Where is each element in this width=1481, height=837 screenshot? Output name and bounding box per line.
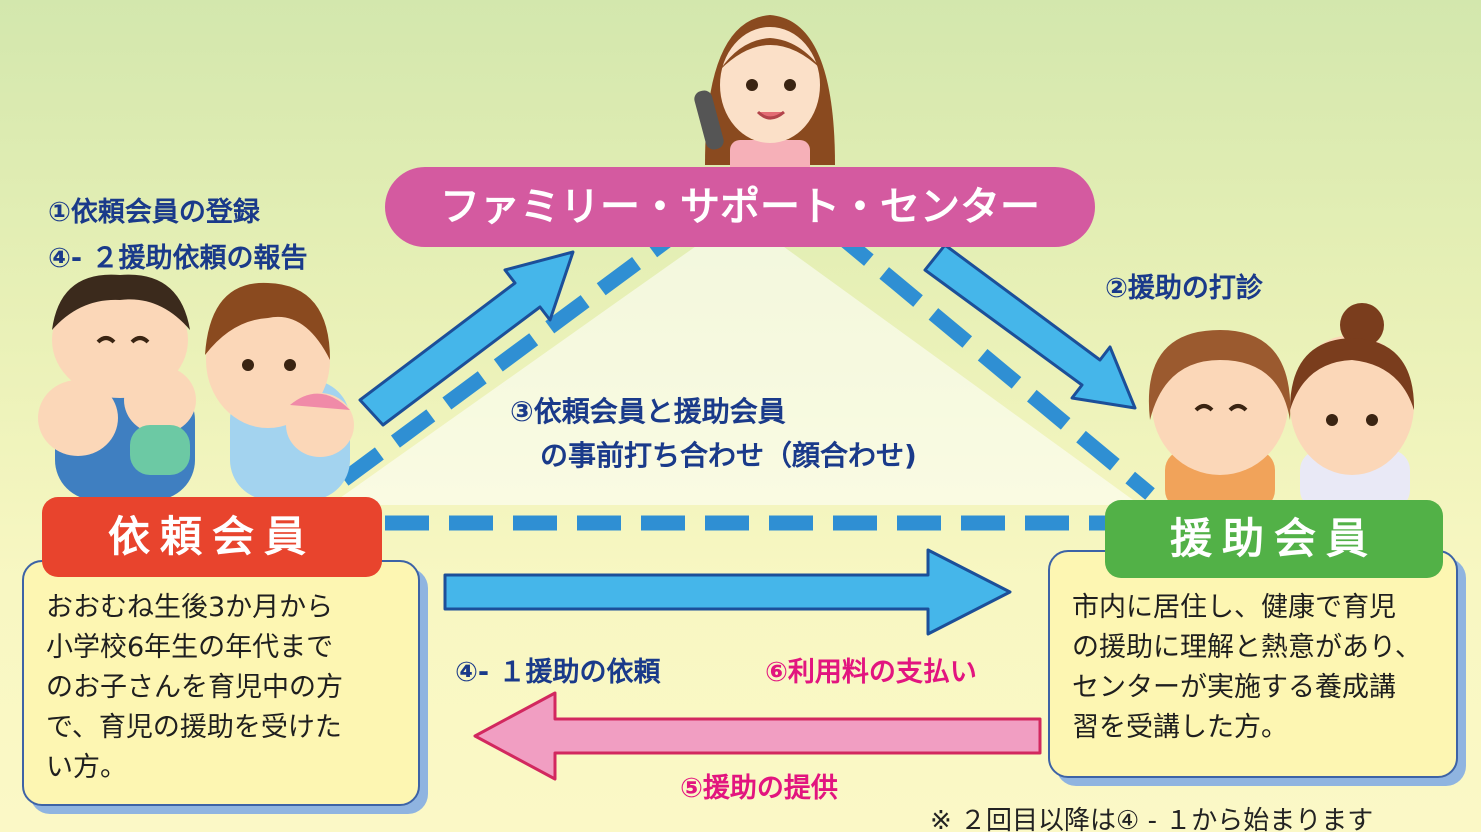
helper-desc-line: センターが実施する養成講	[1072, 672, 1396, 703]
step-1-label: ①依頼会員の登録	[48, 197, 260, 228]
arrow-request-right	[443, 548, 1012, 636]
requester-desc-line: おおむね生後3か月から	[46, 592, 334, 623]
arrow-center-to-helper	[923, 243, 1137, 410]
helper-title: 援助会員	[1105, 500, 1443, 578]
arrow-requester-to-center	[358, 250, 575, 427]
helper-desc-line: 市内に居住し、健康で育児	[1072, 592, 1396, 623]
helper-desc-line: の援助に理解と熱意があり、	[1072, 632, 1422, 663]
step-2-label: ②援助の打診	[1105, 273, 1263, 304]
step-4-2-label: ④- ２援助依頼の報告	[48, 243, 308, 274]
step-6-label: ⑥利用料の支払い	[765, 657, 977, 688]
helpers-illustration	[1148, 303, 1415, 510]
arrow-support-left	[473, 691, 1042, 781]
step-3-label-line1: ③依頼会員と援助会員	[510, 395, 786, 428]
requester-desc-line: で、育児の援助を受けた	[46, 712, 342, 743]
center-label: ファミリー・サポート・センター	[385, 167, 1095, 247]
parents-illustration	[38, 274, 354, 500]
step-4-1-label: ④- １援助の依頼	[455, 657, 661, 688]
requester-description: おおむね生後3か月から 小学校6年生の年代まで のお子さんを育児中の方 で、育児…	[22, 560, 420, 806]
requester-title: 依頼会員	[42, 497, 382, 577]
requester-desc-line: のお子さんを育児中の方	[46, 672, 343, 703]
helper-description: 市内に居住し、健康で育児 の援助に理解と熱意があり、 センターが実施する養成講 …	[1048, 550, 1458, 778]
helper-desc-line: 習を受講した方。	[1072, 712, 1288, 743]
step-3-label-line2: の事前打ち合わせ（顔合わせ)	[540, 439, 917, 472]
staff-illustration	[694, 15, 835, 180]
requester-desc-line: 小学校6年生の年代まで	[46, 632, 334, 663]
footnote: ※ ２回目以降は④ - １から始まります	[930, 806, 1374, 836]
requester-desc-line: い方。	[46, 752, 127, 783]
dashed-triangle	[325, 218, 1155, 531]
step-5-label: ⑤援助の提供	[680, 773, 838, 804]
triangle-fill	[330, 215, 1140, 505]
